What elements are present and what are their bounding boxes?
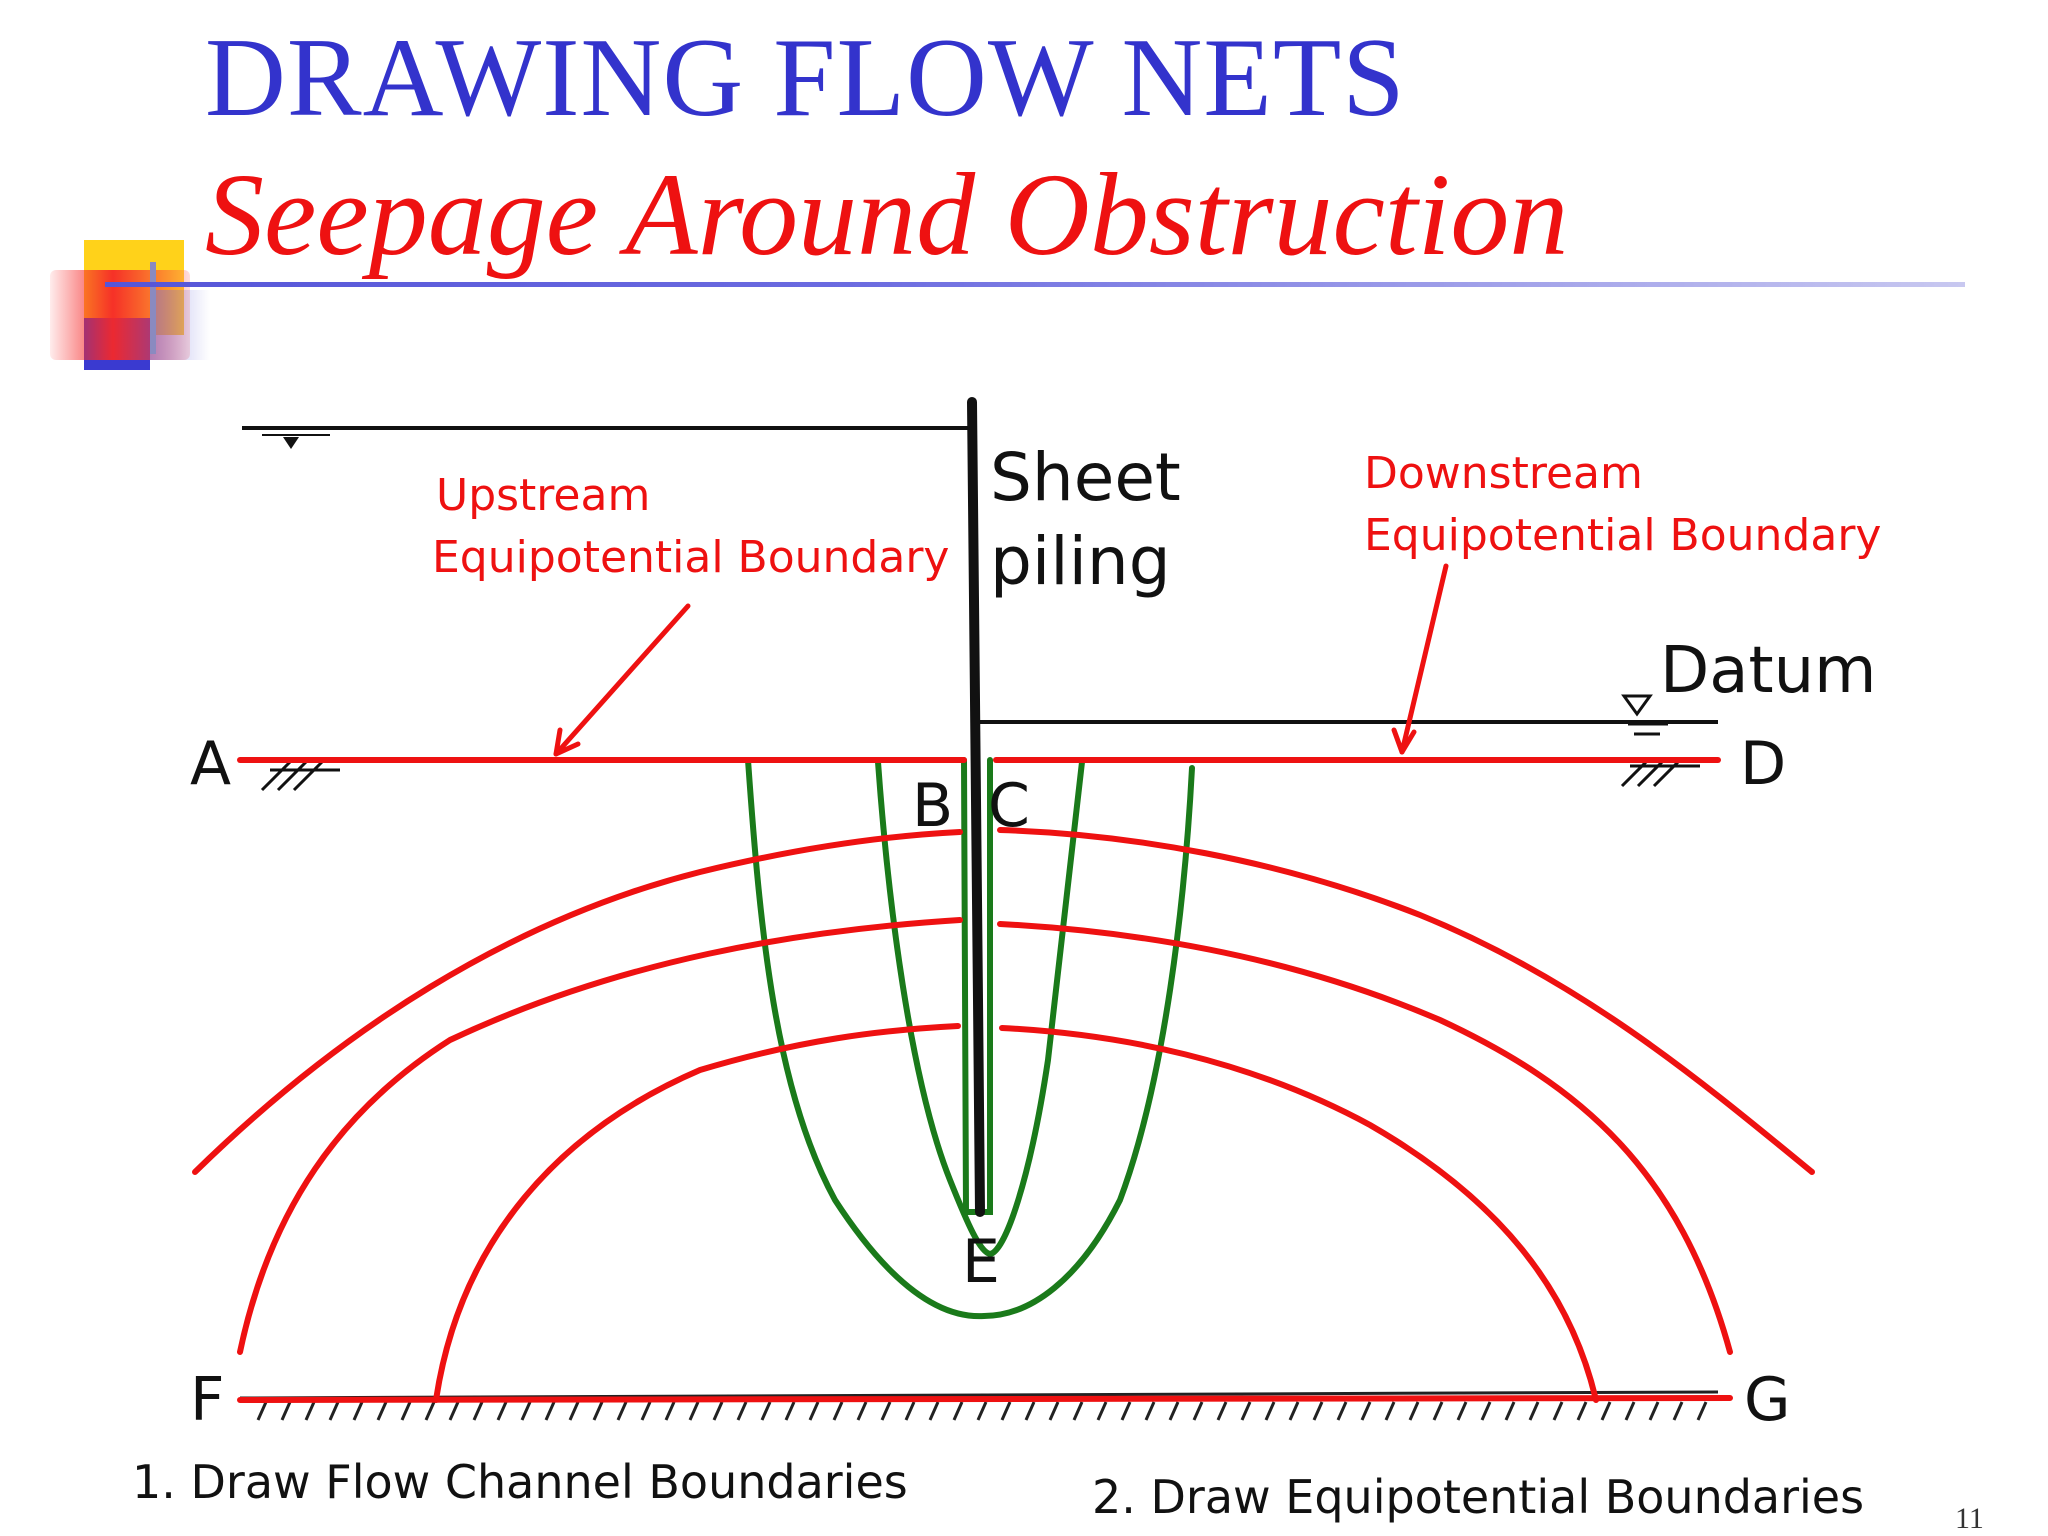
equipotential-2-right (997, 921, 1733, 1355)
equipotential-1-left (192, 829, 963, 1175)
downstream-label-line2: Equipotential Boundary (1364, 510, 1881, 561)
flow-line-outer (745, 757, 1195, 1320)
upstream-water-surface (242, 426, 968, 449)
decor-glow (150, 290, 210, 360)
point-f-label: F (190, 1365, 225, 1435)
upstream-label-line1: Upstream (436, 470, 650, 521)
point-e-label: E (962, 1227, 1000, 1297)
slide-subtitle: Seepage Around Obstruction (205, 149, 1569, 280)
slide-title: DRAWING FLOW NETS (205, 16, 1406, 140)
step-2-caption: 2. Draw Equipotential Boundaries (1092, 1470, 1865, 1524)
upstream-label-line2: Equipotential Boundary (432, 532, 949, 583)
point-d-label: D (1740, 729, 1786, 799)
upstream-arrow (553, 603, 691, 757)
equipotential-1-right (997, 827, 1815, 1175)
annotation-arrows (553, 563, 1449, 757)
downstream-water-surface (980, 694, 1718, 736)
point-a-label: A (190, 729, 231, 799)
equipotential-lines (192, 757, 1815, 1403)
equipotential-3-left (433, 1023, 961, 1403)
point-g-label: G (1744, 1365, 1791, 1435)
point-c-label: C (988, 771, 1030, 841)
downstream-label-line1: Downstream (1364, 448, 1643, 499)
decor-vertical-line (150, 262, 156, 354)
datum-label: Datum (1660, 634, 1877, 708)
page-number: 11 (1955, 1502, 1984, 1535)
step-1-caption: 1. Draw Flow Channel Boundaries (132, 1455, 908, 1509)
equipotential-2-left (237, 917, 963, 1355)
sheet-piling-label-line1: Sheet (990, 439, 1181, 516)
sheet-pile (967, 397, 985, 1217)
impervious-boundary-fg (237, 1395, 1733, 1403)
sheet-piling-label-line2: piling (990, 523, 1171, 600)
equipotential-3-right (999, 1025, 1599, 1403)
downstream-arrow (1399, 563, 1449, 755)
point-b-label: B (912, 771, 953, 841)
title-underline-bar (105, 282, 1965, 287)
ground-hatch-symbols (260, 756, 1700, 792)
